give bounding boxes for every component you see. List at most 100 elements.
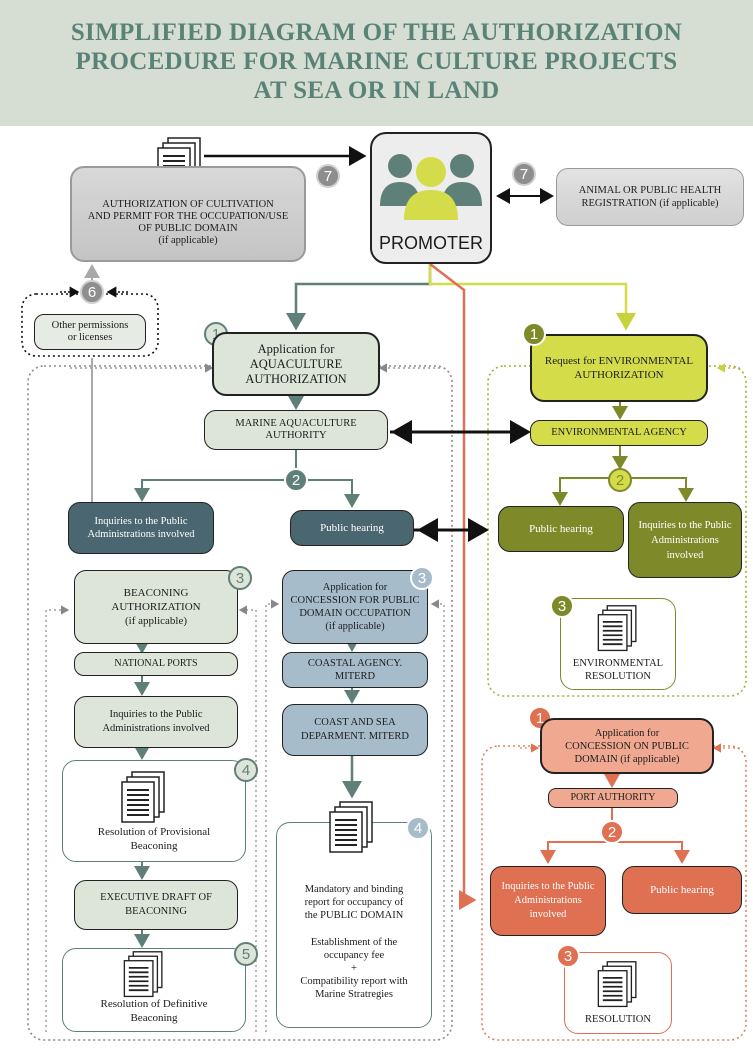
coastal-line-1: COASTAL AGENCY. [307,658,403,669]
aq-inq-line-2: Administrations involved [87,529,195,540]
document-icon [596,604,640,659]
title-line-3: AT SEA OR IN LAND [253,77,500,104]
port-inq-line-1: Inquiries to the Public [501,881,595,892]
promoter-label: PROMOTER [378,233,483,253]
compat-line-1: Compatibility report with [300,976,408,987]
auth-line-1: AUTHORIZATION OF CULTIVATION [102,199,274,210]
document-icon [122,950,166,1005]
aq-inq-line-1: Inquiries to the Public [94,516,188,527]
environmental-request-box[interactable]: Request for ENVIRONMENTAL AUTHORIZATION [530,334,708,402]
authorization-cultivation-box[interactable]: AUTHORIZATION OF CULTIVATION AND PERMIT … [70,166,306,262]
port-hearing-label: Public hearing [650,884,714,896]
environmental-inquiries-box[interactable]: Inquiries to the Public Administrations … [628,502,742,578]
step-badge-2: 2 [600,820,624,844]
environmental-agency-box[interactable]: ENVIRONMENTAL AGENCY [530,420,708,446]
step-badge-4: 4 [406,816,430,840]
environmental-public-hearing-box[interactable]: Public hearing [498,506,624,552]
auth-line-3: OF PUBLIC DOMAIN [138,223,238,234]
port-inq-line-3: involved [529,909,567,920]
health-registration-box[interactable]: ANIMAL OR PUBLIC HEALTH REGISTRATION (if… [556,168,744,226]
title-line-2: PROCEDURE FOR MARINE CULTURE PROJECTS [75,48,678,75]
step-badge-7: 7 [316,164,340,188]
aqua-line-3: AUTHORIZATION [245,371,347,386]
provisional-line-1: Resolution of Provisional [97,826,211,838]
aquaculture-public-hearing-box[interactable]: Public hearing [290,510,414,546]
step-badge-3: 3 [410,566,434,590]
env-hearing-label: Public hearing [529,523,593,535]
report-line-3: the PUBLIC DOMAIN [304,910,404,921]
definitive-line-1: Resolution of Definitive [100,998,208,1010]
concession-application-box[interactable]: Application for CONCESSION FOR PUBLIC DO… [282,570,428,644]
port-authority-box[interactable]: PORT AUTHORITY [548,788,678,808]
port-resolution-label: RESOLUTION [585,1014,651,1025]
diagram-title: SIMPLIFIED DIAGRAM OF THE AUTHORIZATION … [0,18,753,105]
env-res-line-2: RESOLUTION [585,671,651,682]
authority-line-2: AUTHORITY [265,430,327,441]
people-icon [380,154,482,220]
beacon-inq-line-2: Administrations involved [102,723,210,734]
env-res-line-1: ENVIRONMENTAL [572,658,664,669]
aqua-line-2: AQUACULTURE [249,356,343,371]
auth-line-2: AND PERMIT FOR THE OCCUPATION/USE [87,211,289,222]
exec-line-1: EXECUTIVE DRAFT OF [100,892,212,903]
report-line-1: Mandatory and binding [304,884,404,895]
beaconing-inquiries-box[interactable]: Inquiries to the Public Administrations … [74,696,238,748]
concession-line-4: (if applicable) [325,621,385,632]
env-req-line-1: Request for ENVIRONMENTAL [544,355,694,367]
step-badge-7: 7 [512,162,536,186]
step-badge-3: 3 [228,566,252,590]
env-inq-line-3: involved [666,549,704,561]
step-badge-2: 2 [284,468,308,492]
env-agency-label: ENVIRONMENTAL AGENCY [551,427,687,438]
other-line-1: Other permissions [51,320,129,331]
env-inq-line-1: Inquiries to the Public [638,519,732,531]
other-line-2: or licenses [67,332,113,343]
aq-hearing-label: Public hearing [320,522,384,534]
beacon-inq-line-1: Inquiries to the Public [109,709,203,720]
national-ports-box[interactable]: NATIONAL PORTS [74,652,238,676]
concession-line-1: Application for [322,582,388,593]
step-badge-3: 3 [556,944,580,968]
beacon-line-1: BEACONING [123,587,189,599]
compat-line-2: Marine Stratregies [315,989,393,1000]
concession-line-2: CONCESSION FOR PUBLIC [290,595,420,606]
coast-sea-department-box[interactable]: COAST AND SEA DEPARMENT. MITERD [282,704,428,756]
port-authority-label: PORT AUTHORITY [570,792,656,803]
step-badge-1: 1 [522,322,546,346]
auth-line-4: (if applicable) [158,235,218,246]
coastal-agency-box[interactable]: COASTAL AGENCY. MITERD [282,652,428,688]
step-badge-3: 3 [550,594,574,618]
step-badge-6: 6 [80,280,104,304]
plus-sign: + [351,963,357,974]
fee-line-2: occupancy fee [323,950,385,961]
document-icon [328,800,376,861]
env-req-line-2: AUTHORIZATION [574,369,664,381]
title-line-1: SIMPLIFIED DIAGRAM OF THE AUTHORIZATION [70,19,683,46]
health-line-2: REGISTRATION (if applicable) [581,198,719,209]
beacon-line-3: (if applicable) [125,615,187,627]
aquaculture-authority-box[interactable]: MARINE AQUACULTURE AUTHORITY [204,410,388,450]
step-badge-4: 4 [234,758,258,782]
port-application-box[interactable]: Application for CONCESSION ON PUBLIC DOM… [540,718,714,774]
coast-sea-line-1: COAST AND SEA [314,717,396,728]
definitive-line-2: Beaconing [130,1012,178,1024]
exec-line-2: BEACONING [125,906,187,917]
document-icon [120,770,168,831]
coast-sea-line-2: DEPARMENT. MITERD [301,731,409,742]
port-inquiries-box[interactable]: Inquiries to the Public Administrations … [490,866,606,936]
document-icon [596,960,640,1015]
aquaculture-inquiries-box[interactable]: Inquiries to the Public Administrations … [68,502,214,554]
aquaculture-application-box[interactable]: Application for AQUACULTURE AUTHORIZATIO… [212,332,380,396]
beaconing-authorization-box[interactable]: BEACONING AUTHORIZATION (if applicable) [74,570,238,644]
port-public-hearing-box[interactable]: Public hearing [622,866,742,914]
concession-report-box[interactable]: Mandatory and binding report for occupan… [276,822,432,1028]
beacon-line-2: AUTHORIZATION [111,601,201,613]
port-app-line-2: CONCESSION ON PUBLIC [565,740,689,752]
coastal-line-2: MITERD [334,671,376,682]
other-permissions-box[interactable]: Other permissions or licenses [34,314,146,350]
executive-draft-box[interactable]: EXECUTIVE DRAFT OF BEACONING [74,880,238,930]
health-line-1: ANIMAL OR PUBLIC HEALTH [578,185,722,196]
promoter-node[interactable]: PROMOTER [370,132,492,264]
concession-line-3: DOMAIN OCCUPATION [299,608,411,619]
report-line-2: report for occupancy of [304,897,404,908]
